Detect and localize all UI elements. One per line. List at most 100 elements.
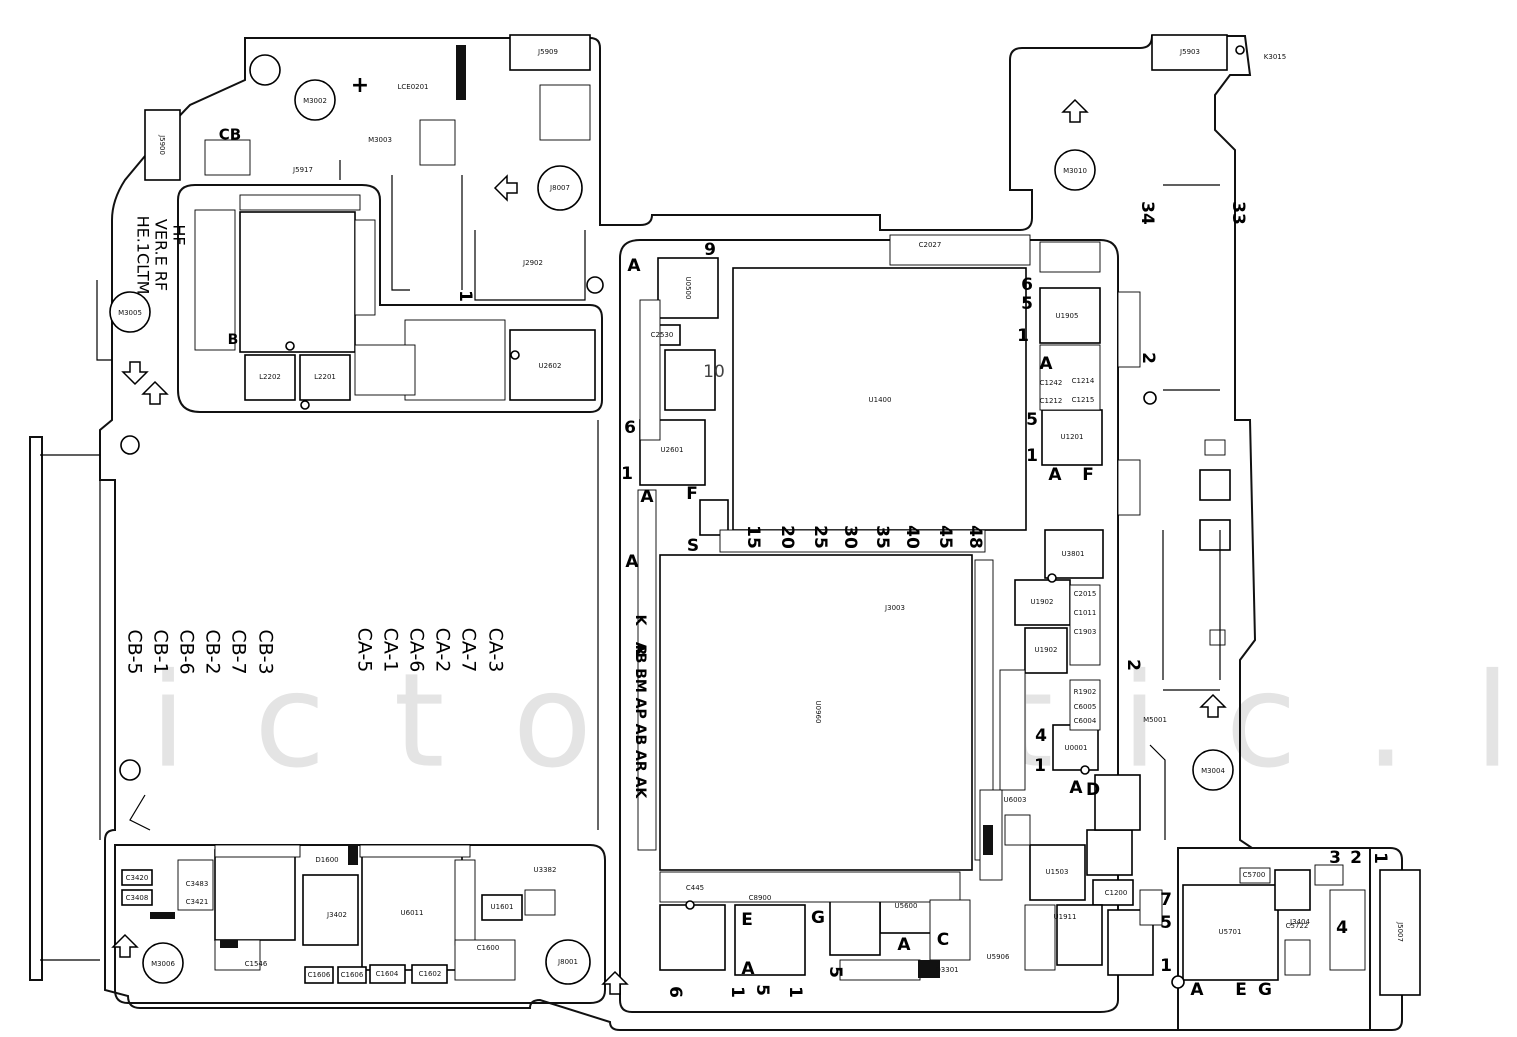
hole-small-3 — [300, 400, 310, 410]
board-edge-right-module — [1177, 847, 1371, 1031]
chip-rf2 — [302, 874, 359, 946]
hole-top-right-small — [1235, 45, 1245, 55]
chip-c1602 — [411, 964, 448, 984]
top-row-numbers: 15 20 25 30 35 40 45 48 — [743, 525, 985, 549]
label-j8007: J8007 — [549, 184, 570, 192]
label-c445: C445 — [686, 884, 704, 892]
marker-g1: G — [811, 908, 825, 928]
label-u1201: U1201 — [1061, 433, 1084, 441]
ca-1: CA-1 — [380, 628, 402, 673]
label-c3420: C3420 — [126, 874, 149, 882]
label-c1602: C1602 — [419, 970, 442, 978]
label-u6003: U6003 — [1004, 796, 1027, 804]
marker-7: 7 — [1160, 890, 1172, 910]
board-edge-inner-rf — [177, 184, 603, 413]
chip-c3420 — [121, 869, 153, 886]
arrow-down-1 — [121, 361, 149, 386]
chip-u2601 — [639, 419, 706, 486]
chip-c1000 — [1094, 774, 1141, 831]
board-edge-sim — [29, 436, 43, 981]
chip-u2602 — [509, 329, 596, 401]
chip-u2504 — [664, 349, 716, 411]
marker-s: S — [687, 536, 699, 556]
hole-small-1 — [285, 341, 295, 351]
pad-clusters — [150, 45, 1366, 981]
marker-9: 9 — [704, 240, 716, 260]
label-u2601: U2601 — [661, 446, 684, 454]
marker-33: 33 — [1228, 201, 1248, 225]
mounting-holes — [109, 45, 1245, 989]
label-c1606b: C1606 — [341, 971, 364, 979]
version-text: VER.E RF HE.1CLTM HF — [134, 216, 189, 295]
marker-a4: A — [1039, 354, 1053, 374]
label-l2202: L2202 — [259, 373, 281, 381]
chip-c1200 — [1092, 879, 1134, 906]
silkscreen-lines — [40, 160, 1221, 961]
label-u6011: U6011 — [401, 909, 424, 917]
marker-1c: 1 — [621, 464, 633, 484]
marker-r: R — [632, 645, 648, 656]
label-u3382: U3382 — [534, 866, 557, 874]
label-r1902: R1902 — [1074, 688, 1097, 696]
marker-5b: 5 — [1026, 410, 1038, 430]
hole-labels: M3002 M3005 M3006 M3010 M3004 — [118, 97, 1225, 968]
label-c1215: C1215 — [1072, 396, 1095, 404]
label-u1911: U1911 — [1054, 913, 1077, 921]
label-u0500: U0500 — [684, 277, 692, 300]
chip-u6008 — [829, 894, 881, 956]
label-u0001: U0001 — [1065, 744, 1088, 752]
hole-small-6 — [685, 900, 695, 910]
chip-c1604 — [369, 964, 406, 984]
label-j3402: J3402 — [326, 911, 347, 919]
chip-j5903 — [1151, 34, 1228, 71]
label-c2015: C2015 — [1074, 590, 1097, 598]
marker-6a: 6 — [1021, 275, 1033, 295]
num-45: 45 — [935, 525, 955, 549]
label-c1200: C1200 — [1105, 889, 1128, 897]
marker-b: B — [228, 332, 239, 348]
label-c1604: C1604 — [376, 970, 399, 978]
marker-2b: 2 — [1123, 659, 1143, 671]
marker-d1: D — [1086, 780, 1100, 800]
board-edge-bottom-left — [114, 844, 606, 1004]
hole-small-5 — [1080, 765, 1090, 775]
cb-5: CB-5 — [124, 629, 146, 674]
bracket-9 — [96, 280, 112, 361]
chip-u1911 — [1086, 829, 1133, 876]
label-j5917: J5917 — [292, 166, 313, 174]
cb-7: CB-7 — [228, 629, 250, 674]
marker-a2: A — [640, 487, 654, 507]
hole-m3004 — [1192, 749, 1234, 791]
arrow-up-2 — [1199, 693, 1227, 718]
bracket-3 — [474, 230, 586, 301]
marker-plus: + — [351, 73, 369, 98]
ca-2: CA-2 — [432, 628, 454, 673]
chip-u5701 — [1182, 884, 1279, 981]
num-35: 35 — [872, 525, 892, 549]
label-u5600: U5600 — [895, 902, 918, 910]
marker-10: 10 — [703, 362, 725, 382]
label-m3005: M3005 — [118, 309, 142, 317]
marker-1f: 1 — [1370, 852, 1390, 864]
label-j2902: J2902 — [522, 259, 543, 267]
label-d1600: D1600 — [315, 856, 338, 864]
marker-e2: E — [1235, 980, 1247, 1000]
num-30: 30 — [840, 525, 860, 549]
label-c6004: C6004 — [1074, 717, 1097, 725]
label-u0960: U0960 — [814, 701, 822, 724]
markers: 34 33 9 6 5 1 2 5 1 6 1 2 4 1 7 5 1 3 2 … — [219, 73, 1390, 1000]
label-d3301: D3301 — [935, 966, 958, 974]
marker-vertical-labels: AB BM AP AB AR AK — [632, 642, 648, 800]
chip-u0960 — [699, 499, 729, 536]
ca-5: CA-5 — [354, 628, 376, 673]
label-c3483: C3483 — [186, 880, 209, 888]
label-m3010: M3010 — [1063, 167, 1087, 175]
version-line1: VER.E RF — [152, 219, 171, 291]
hf-label: HF — [170, 224, 189, 245]
marker-a3: A — [625, 552, 639, 572]
arrow-up-3 — [141, 380, 169, 405]
hole-top-left-small — [249, 54, 281, 86]
label-u5906: U5906 — [987, 953, 1010, 961]
hole-small-7 — [1143, 391, 1157, 405]
marker-5a: 5 — [1021, 294, 1033, 314]
